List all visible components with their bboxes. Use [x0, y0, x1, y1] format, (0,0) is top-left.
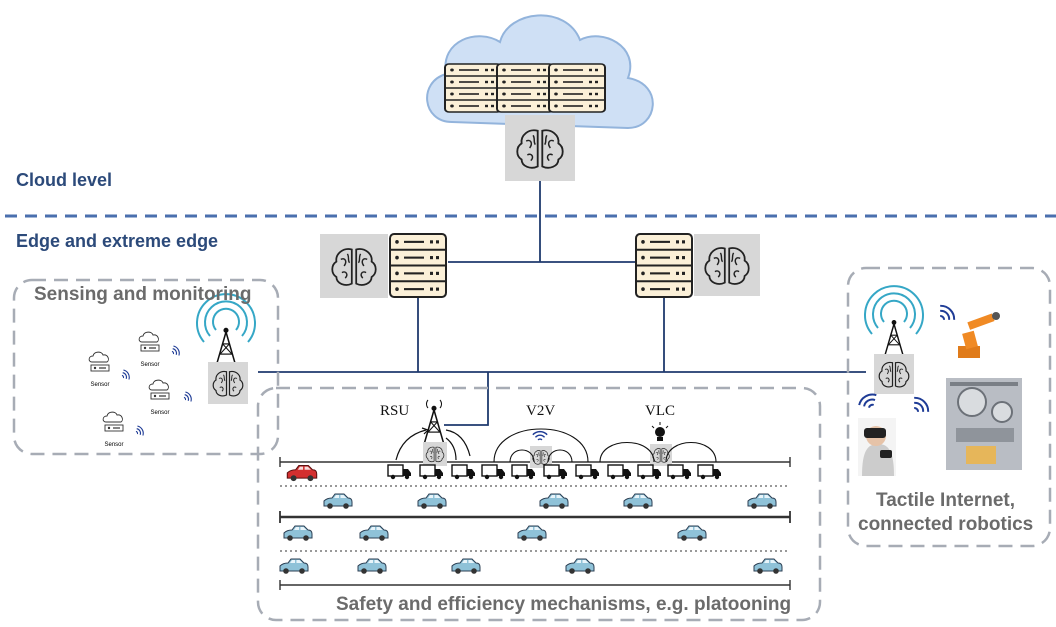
tactile-group-box: [846, 266, 1052, 548]
rsu-tower-icon: [423, 399, 445, 444]
wifi-icon: [119, 344, 194, 439]
v2v-brain-icon: [530, 446, 552, 468]
rsu-brain-icon: [423, 442, 447, 466]
truck-icon: [697, 464, 722, 480]
v2v-wifi-icon: [532, 430, 548, 441]
tactile-group-label-line1: Tactile Internet,: [876, 490, 1016, 511]
safety-group-box: [256, 386, 822, 622]
network-links: [258, 181, 866, 426]
robot-arm-icon: [958, 312, 1000, 358]
road-markings: [279, 457, 791, 590]
tactile-antenna-icon: [864, 285, 924, 356]
edge-server-left: [320, 232, 448, 299]
red-car-icon: [286, 465, 318, 482]
car-icon: [677, 525, 707, 542]
truck-icon: [451, 464, 476, 480]
car-icon: [539, 493, 569, 510]
car-icon: [357, 558, 387, 575]
car-icon: [753, 558, 783, 575]
car-icon: [517, 525, 547, 542]
car-icon: [283, 525, 313, 542]
truck-icon: [575, 464, 600, 480]
tactile-group-label-line2: connected robotics: [858, 514, 1034, 535]
truck-icon: [607, 464, 632, 480]
industrial-robot-photo: [946, 378, 1022, 470]
sensor-icon: [102, 411, 124, 432]
car-icon: [565, 558, 595, 575]
truck-icon: [543, 464, 568, 480]
sensor-label: Sensor: [150, 410, 169, 416]
sensing-group-label: Sensing and monitoring: [34, 284, 252, 305]
rsu-label: RSU: [380, 403, 410, 419]
edge-server-right: [634, 232, 760, 299]
v2v-arcs: [493, 428, 589, 463]
cloud-brain-icon: [505, 115, 575, 181]
car-icon: [323, 493, 353, 510]
sensor-icon: [88, 351, 110, 372]
lightbulb-icon: [651, 422, 669, 441]
sensing-antenna-icon: [196, 293, 256, 366]
cloud-level-label: Cloud level: [16, 170, 113, 190]
tactile-brain-icon: [874, 354, 914, 394]
cloud-servers: [444, 63, 606, 113]
vlc-brain-icon: [650, 444, 672, 466]
sensor-icon: [138, 331, 160, 352]
safety-group-label: Safety and efficiency mechanisms, e.g. p…: [336, 594, 792, 615]
cars: [279, 465, 783, 575]
sensing-group-box: [12, 278, 280, 456]
car-icon: [279, 558, 309, 575]
edge-level-label: Edge and extreme edge: [16, 231, 219, 251]
truck-icon: [637, 464, 662, 480]
v2v-label: V2V: [526, 403, 556, 419]
sensor-label: Sensor: [140, 362, 159, 368]
rsu-signal-arrows: [395, 427, 471, 461]
car-icon: [747, 493, 777, 510]
car-icon: [359, 525, 389, 542]
vlc-arcs: [599, 442, 717, 463]
truck-icon: [481, 464, 506, 480]
vlc-label: VLC: [645, 403, 675, 419]
truck-icon: [419, 464, 444, 480]
sensor-icon: [148, 379, 170, 400]
sensing-brain-icon: [208, 362, 248, 404]
truck-icon: [667, 464, 692, 480]
car-icon: [623, 493, 653, 510]
sensor-label: Sensor: [104, 442, 123, 448]
sensor-label: Sensor: [90, 382, 109, 388]
car-icon: [451, 558, 481, 575]
truck-icon: [387, 464, 412, 480]
truck-platoon: [387, 464, 722, 480]
vr-user-icon: [858, 418, 896, 476]
car-icon: [417, 493, 447, 510]
